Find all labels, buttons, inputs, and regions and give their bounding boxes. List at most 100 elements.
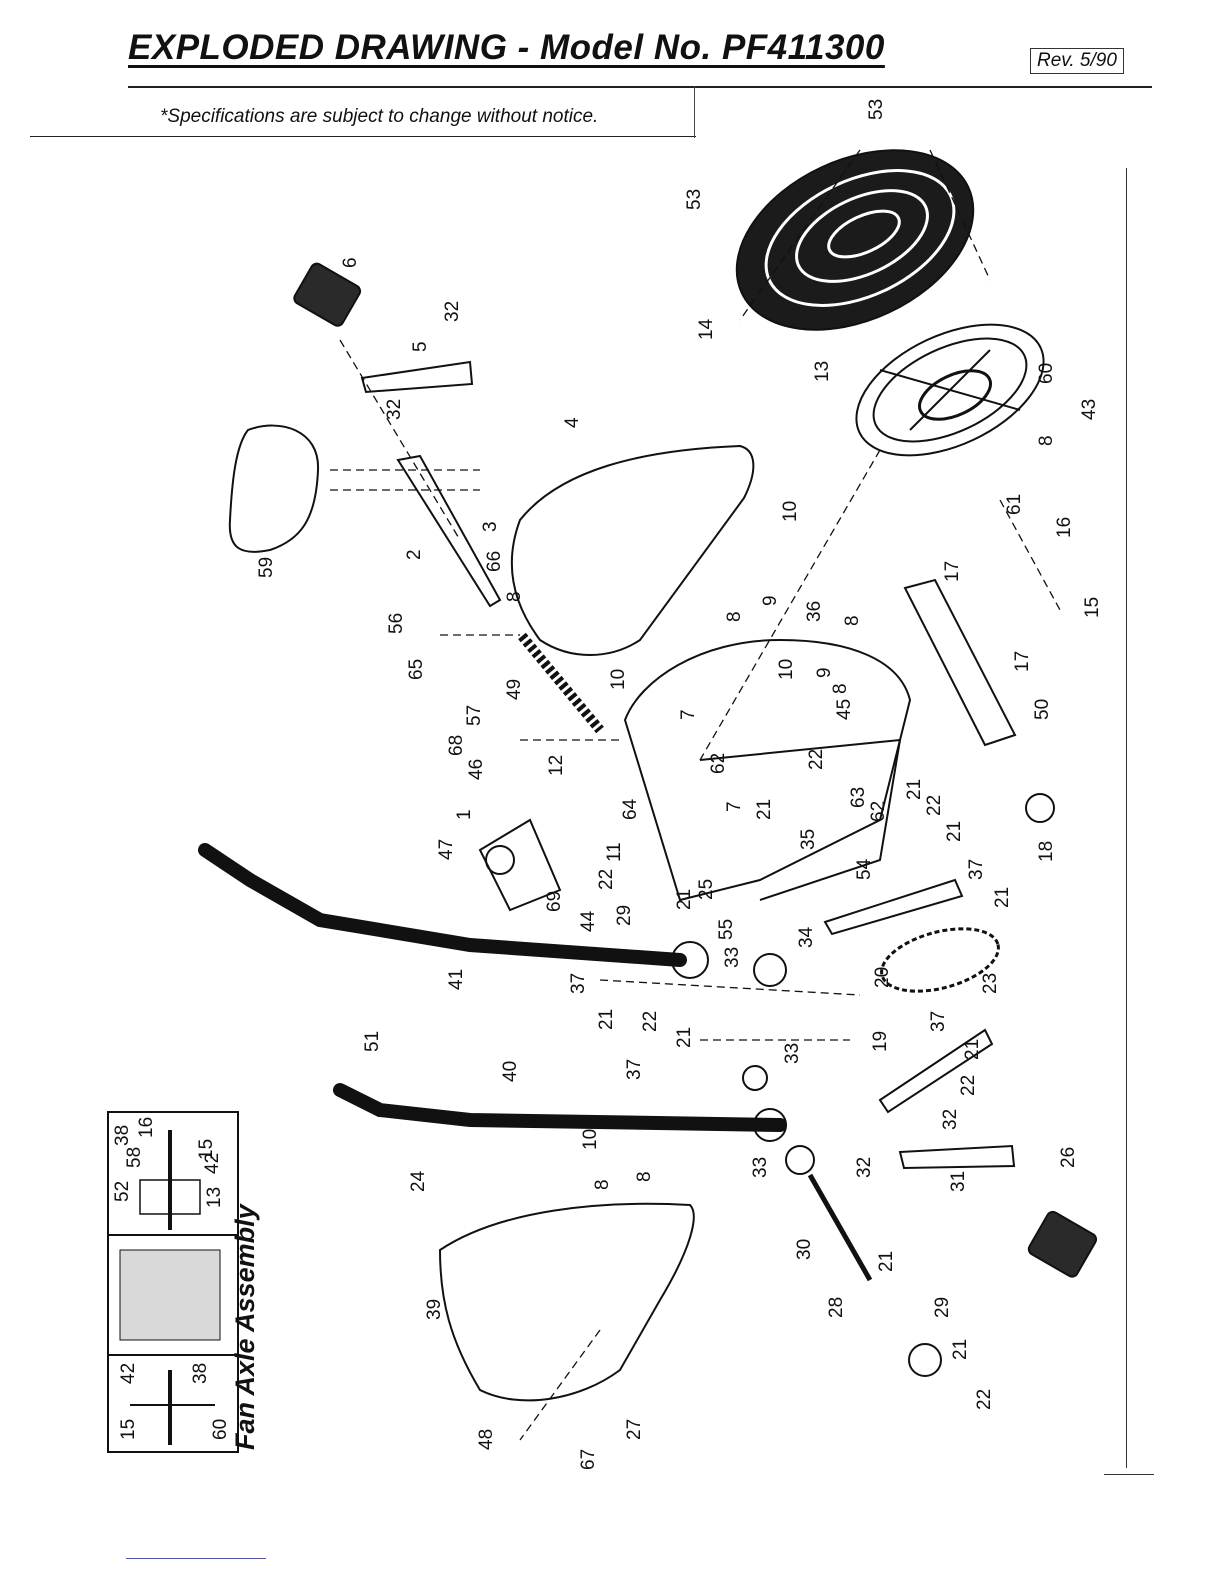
part-label: 33: [782, 1043, 803, 1064]
part-label: 21: [754, 799, 775, 820]
part-label: 32: [442, 301, 463, 322]
part-label: 21: [674, 889, 695, 910]
part-label: 32: [940, 1109, 961, 1130]
part-label: 57: [464, 705, 485, 726]
seat: [228, 424, 320, 553]
part-label: 30: [794, 1239, 815, 1260]
part-label: 25: [696, 879, 717, 900]
part-label: 17: [942, 561, 963, 582]
part-label: 4: [562, 417, 583, 428]
inset-part-label: 58: [124, 1147, 145, 1168]
inset-part-label: 52: [112, 1181, 133, 1202]
part-label: 53: [684, 189, 705, 210]
fan-guard: [735, 149, 975, 331]
part-label: 49: [504, 679, 525, 700]
notice-divider: [694, 86, 695, 138]
part-label: 10: [608, 669, 629, 690]
part-label: 31: [948, 1171, 969, 1192]
part-label: 3: [480, 521, 501, 532]
part-label: 28: [826, 1297, 847, 1318]
part-label: 55: [716, 919, 737, 940]
part-label: 8: [842, 615, 863, 626]
part-label: 29: [614, 905, 635, 926]
part-label: 35: [798, 829, 819, 850]
part-label: 8: [504, 591, 525, 602]
part-label: 63: [848, 787, 869, 808]
part-label: 39: [424, 1299, 445, 1320]
part-label: 8: [1036, 435, 1057, 446]
pedal-left: [293, 262, 362, 327]
pedal-arm-54: [823, 878, 964, 936]
part-label: 16: [1054, 517, 1075, 538]
part-label: 68: [446, 735, 467, 756]
part-label: 9: [760, 595, 781, 606]
part-label: 65: [406, 659, 427, 680]
part-label: 46: [466, 759, 487, 780]
part-label: 53: [866, 99, 887, 120]
part-label: 60: [1036, 363, 1057, 384]
frame: [623, 638, 912, 902]
axle-30: [807, 1173, 873, 1282]
part-label: 10: [780, 501, 801, 522]
part-label: 8: [634, 1171, 655, 1182]
part-label: 21: [596, 1009, 617, 1030]
part-label: 8: [592, 1179, 613, 1190]
part-label: 7: [678, 709, 699, 720]
part-label: 66: [484, 551, 505, 572]
part-label: 1: [454, 809, 475, 820]
part-label: 10: [776, 659, 797, 680]
front-stabilizer: [903, 578, 1017, 747]
part-label: 51: [362, 1031, 383, 1052]
inset-part-label: 13: [204, 1187, 225, 1208]
crank-arm-right: [898, 1144, 1016, 1170]
part-label: 33: [750, 1157, 771, 1178]
part-label: 67: [578, 1449, 599, 1470]
part-label: 48: [476, 1429, 497, 1450]
part-label: 69: [544, 891, 565, 912]
part-label: 50: [1032, 699, 1053, 720]
chain-guard-lower: [438, 1202, 695, 1402]
part-label: 44: [578, 910, 599, 932]
inset-part-label: 15: [196, 1139, 217, 1160]
part-label: 26: [1058, 1147, 1079, 1168]
part-label: 13: [812, 361, 833, 382]
part-label: 27: [624, 1419, 645, 1440]
part-label: 59: [256, 557, 277, 578]
part-label: 10: [580, 1129, 601, 1150]
handlebar-lower: [333, 1083, 787, 1132]
part-label: 24: [408, 1170, 429, 1192]
part-label: 33: [722, 947, 743, 968]
part-label: 18: [1036, 841, 1057, 862]
part-label: 43: [1079, 399, 1100, 420]
part-label: 34: [796, 926, 817, 948]
part-label: 40: [500, 1061, 521, 1082]
inset-part-label: 38: [112, 1125, 133, 1146]
part-label: 62: [708, 753, 729, 774]
part-label: 45: [834, 699, 855, 720]
chain-guard-upper: [510, 444, 755, 656]
bottom-rule: [1104, 1474, 1154, 1475]
part-label: 8: [830, 683, 851, 694]
seat-post: [396, 454, 502, 608]
part-label: 64: [620, 798, 641, 820]
fan-axle-assembly-inset: [107, 1111, 239, 1453]
part-label: 21: [904, 779, 925, 800]
header-rule: [128, 86, 1152, 88]
footer-rule: [126, 1558, 266, 1559]
part-label: 20: [872, 967, 893, 988]
part-label: 11: [604, 842, 625, 862]
revision-badge: Rev. 5/90: [1030, 48, 1124, 74]
crank-arm-left: [360, 360, 474, 394]
part-label: 22: [924, 795, 945, 816]
part-label: 62: [868, 801, 889, 822]
inset-part-label: 60: [210, 1419, 231, 1440]
part-label: 54: [854, 858, 875, 880]
part-label: 37: [928, 1011, 949, 1032]
part-label: 36: [804, 601, 825, 622]
part-label: 5: [410, 341, 431, 352]
part-label: 7: [724, 801, 745, 812]
part-label: 41: [446, 969, 467, 990]
right-margin-rule: [1126, 168, 1127, 1468]
